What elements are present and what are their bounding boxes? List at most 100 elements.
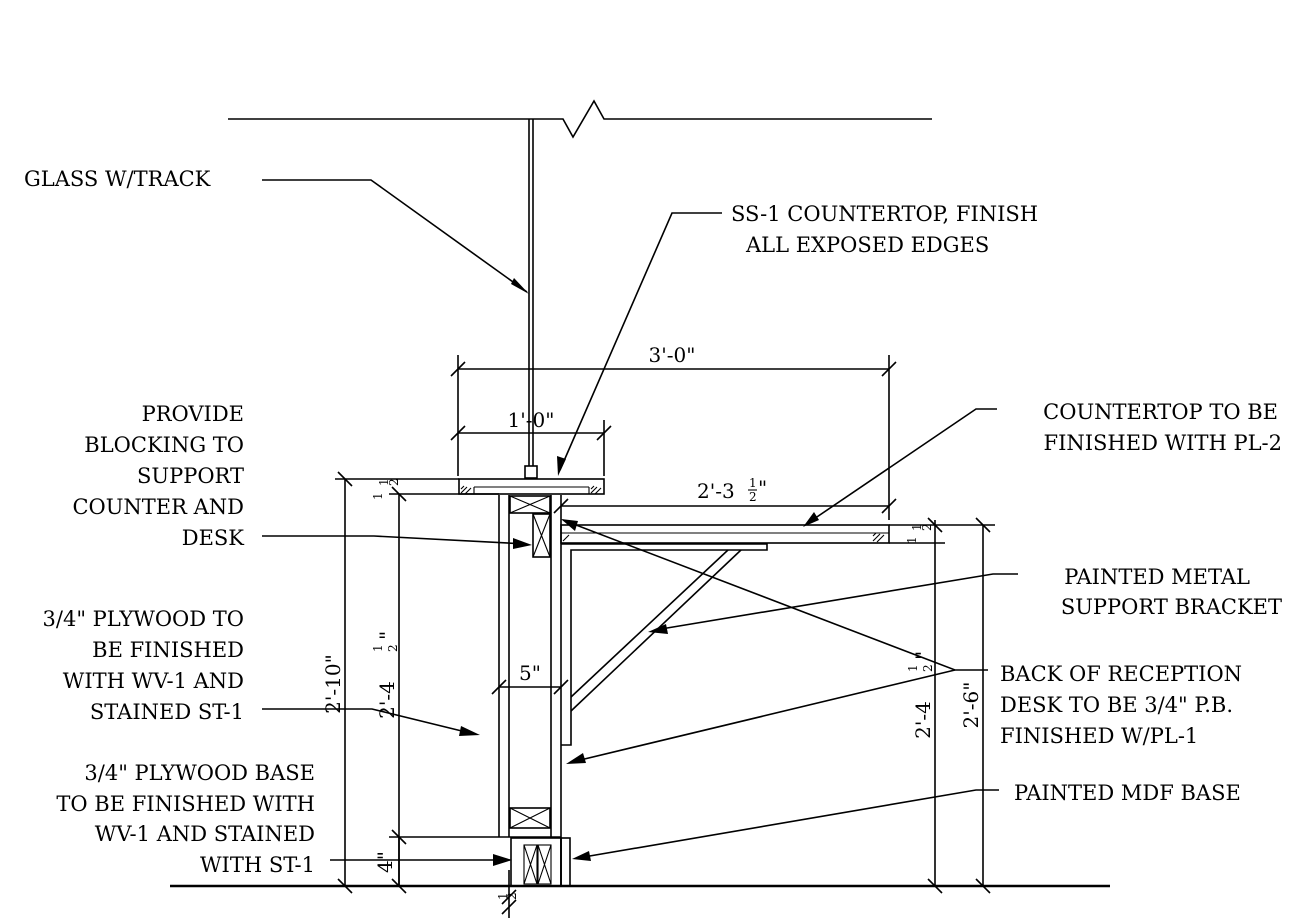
glass-track: [524, 465, 538, 479]
base-block-x2-lines: [537, 844, 552, 885]
label-base-1: 3/4" PLYWOOD BASE: [84, 761, 315, 785]
label-back-2: DESK TO BE 3/4" P.B.: [1000, 693, 1233, 717]
leader-back-lower: [571, 669, 956, 763]
dim-desk-tick-r: [881, 498, 897, 514]
bottom-blocking-x: [509, 807, 551, 829]
ss1-end-hatch-left: [460, 485, 472, 495]
desk-countertop: [560, 524, 890, 544]
leader-ss1: [559, 212, 722, 471]
arrow-back-upper: [561, 519, 578, 531]
dim-wall-tick-r: [553, 679, 569, 695]
dim-wall-tick-l: [491, 679, 507, 695]
label-base-3: WV-1 AND STAINED: [95, 822, 315, 846]
dim-desk-tick-l: [553, 498, 569, 514]
leader-bracket: [654, 573, 1018, 631]
dim-total-tick-b: [337, 878, 353, 894]
ss1-countertop: [458, 478, 605, 495]
ss1-end-hatch-right: [590, 485, 602, 495]
dim-topthk-den: 2: [387, 478, 401, 486]
leader-mdf: [577, 789, 999, 859]
arrow-glass: [511, 278, 529, 294]
mdf-base: [560, 837, 571, 887]
dim-wall-thickness: 5": [519, 661, 541, 685]
label-mdf: PAINTED MDF BASE: [1014, 781, 1241, 805]
bottom-blocking: [509, 807, 551, 829]
dim-right-inner-inch: ": [911, 651, 935, 660]
arrow-base: [493, 854, 512, 866]
label-ss1-2: ALL EXPOSED EDGES: [745, 233, 989, 257]
dim-desk-width-inch: ": [758, 476, 767, 500]
dim-inner-frac-den: 2: [386, 644, 400, 652]
label-plywood-2: BE FINISHED: [92, 638, 244, 662]
arrow-ss1: [557, 456, 566, 476]
arrow-countertop: [803, 512, 819, 527]
arrow-plywood: [459, 726, 480, 736]
label-blocking-4: COUNTER AND: [72, 495, 244, 519]
dim-right-inner-den: 2: [921, 664, 935, 672]
dim-total-tick-t: [337, 471, 353, 487]
label-plywood-3: WITH WV-1 AND: [63, 669, 244, 693]
dim-rthk-num: 1: [910, 523, 924, 531]
dim-overall-tick-l: [450, 361, 466, 377]
dim-overall-tick-r: [881, 361, 897, 377]
base-block-x2: [537, 844, 552, 885]
dim-small-tick-b: [501, 899, 517, 915]
arrow-mdf: [572, 851, 591, 861]
dim-right-inner-tick-b: [927, 878, 943, 894]
dim-right-inner-tick-t: [927, 517, 943, 533]
dim-desk-height-tick-t: [975, 517, 991, 533]
dim-right-inner-main: 2'-4: [911, 701, 935, 739]
desk-countertop-end-hatch: [872, 532, 885, 543]
dim-right-inner-num: 1: [906, 664, 920, 672]
dim-inner-inch: ": [375, 631, 399, 640]
ceiling-break-line: [228, 99, 932, 139]
dim-top-width: 1'-0": [508, 408, 555, 432]
label-bracket-1: PAINTED METAL: [1064, 565, 1250, 589]
dim-base-height: 4": [373, 851, 397, 873]
base-block-x1-lines: [523, 844, 538, 885]
desk-blocking-x: [532, 513, 551, 558]
dim-desk-width-num: 1: [749, 476, 757, 490]
dim-desk-height-tick-b: [975, 878, 991, 894]
leader-plywood: [262, 708, 475, 735]
bracket-diagonal-b: [570, 549, 729, 698]
support-bracket: [561, 543, 768, 746]
leader-countertop: [807, 408, 997, 524]
label-blocking-2: BLOCKING TO: [84, 433, 244, 457]
dim-desk-width-main: 2'-3: [697, 479, 735, 503]
leader-blocking: [262, 535, 527, 545]
label-countertop-1: COUNTERTOP TO BE: [1043, 400, 1278, 424]
dim-inner-tick-t: [391, 486, 407, 502]
label-blocking-3: SUPPORT: [137, 464, 244, 488]
label-bracket-2: SUPPORT BRACKET: [1061, 595, 1282, 619]
dim-inner-frac-num: 1: [371, 644, 385, 652]
dim-total-height: 2'-10": [321, 654, 345, 714]
label-countertop-2: FINISHED WITH PL-2: [1044, 431, 1283, 455]
label-base-2: TO BE FINISHED WITH: [56, 792, 315, 816]
dim-small-den: 2: [505, 892, 519, 900]
desk-blocking: [532, 513, 551, 558]
dim-desk-height: 2'-6": [959, 682, 983, 729]
dim-overall-width: 3'-0": [649, 343, 696, 367]
base-block-x1: [523, 844, 538, 885]
top-blocking-x: [509, 495, 551, 514]
label-glass: GLASS W/TRACK: [24, 167, 211, 191]
dim-small-num: 1: [496, 892, 510, 900]
label-base-4: WITH ST-1: [200, 853, 315, 877]
dim-rthk-main: 1: [905, 536, 919, 544]
top-blocking: [509, 495, 551, 514]
leader-glass: [262, 179, 528, 293]
label-back-1: BACK OF RECEPTION: [1000, 662, 1242, 686]
arrow-back-lower: [566, 753, 586, 764]
dim-top-tick-r: [596, 425, 612, 441]
dim-topthk-num: 1: [377, 478, 391, 486]
arrow-blocking: [513, 538, 532, 549]
label-blocking-5: DESK: [182, 526, 245, 550]
dim-top-tick-l: [450, 425, 466, 441]
dim-rthk-den: 2: [920, 523, 934, 531]
dim-small-tick-a: [501, 889, 517, 905]
label-plywood-4: STAINED ST-1: [90, 700, 244, 724]
arrow-bracket: [648, 624, 668, 634]
label-back-3: FINISHED W/PL-1: [1000, 724, 1198, 748]
